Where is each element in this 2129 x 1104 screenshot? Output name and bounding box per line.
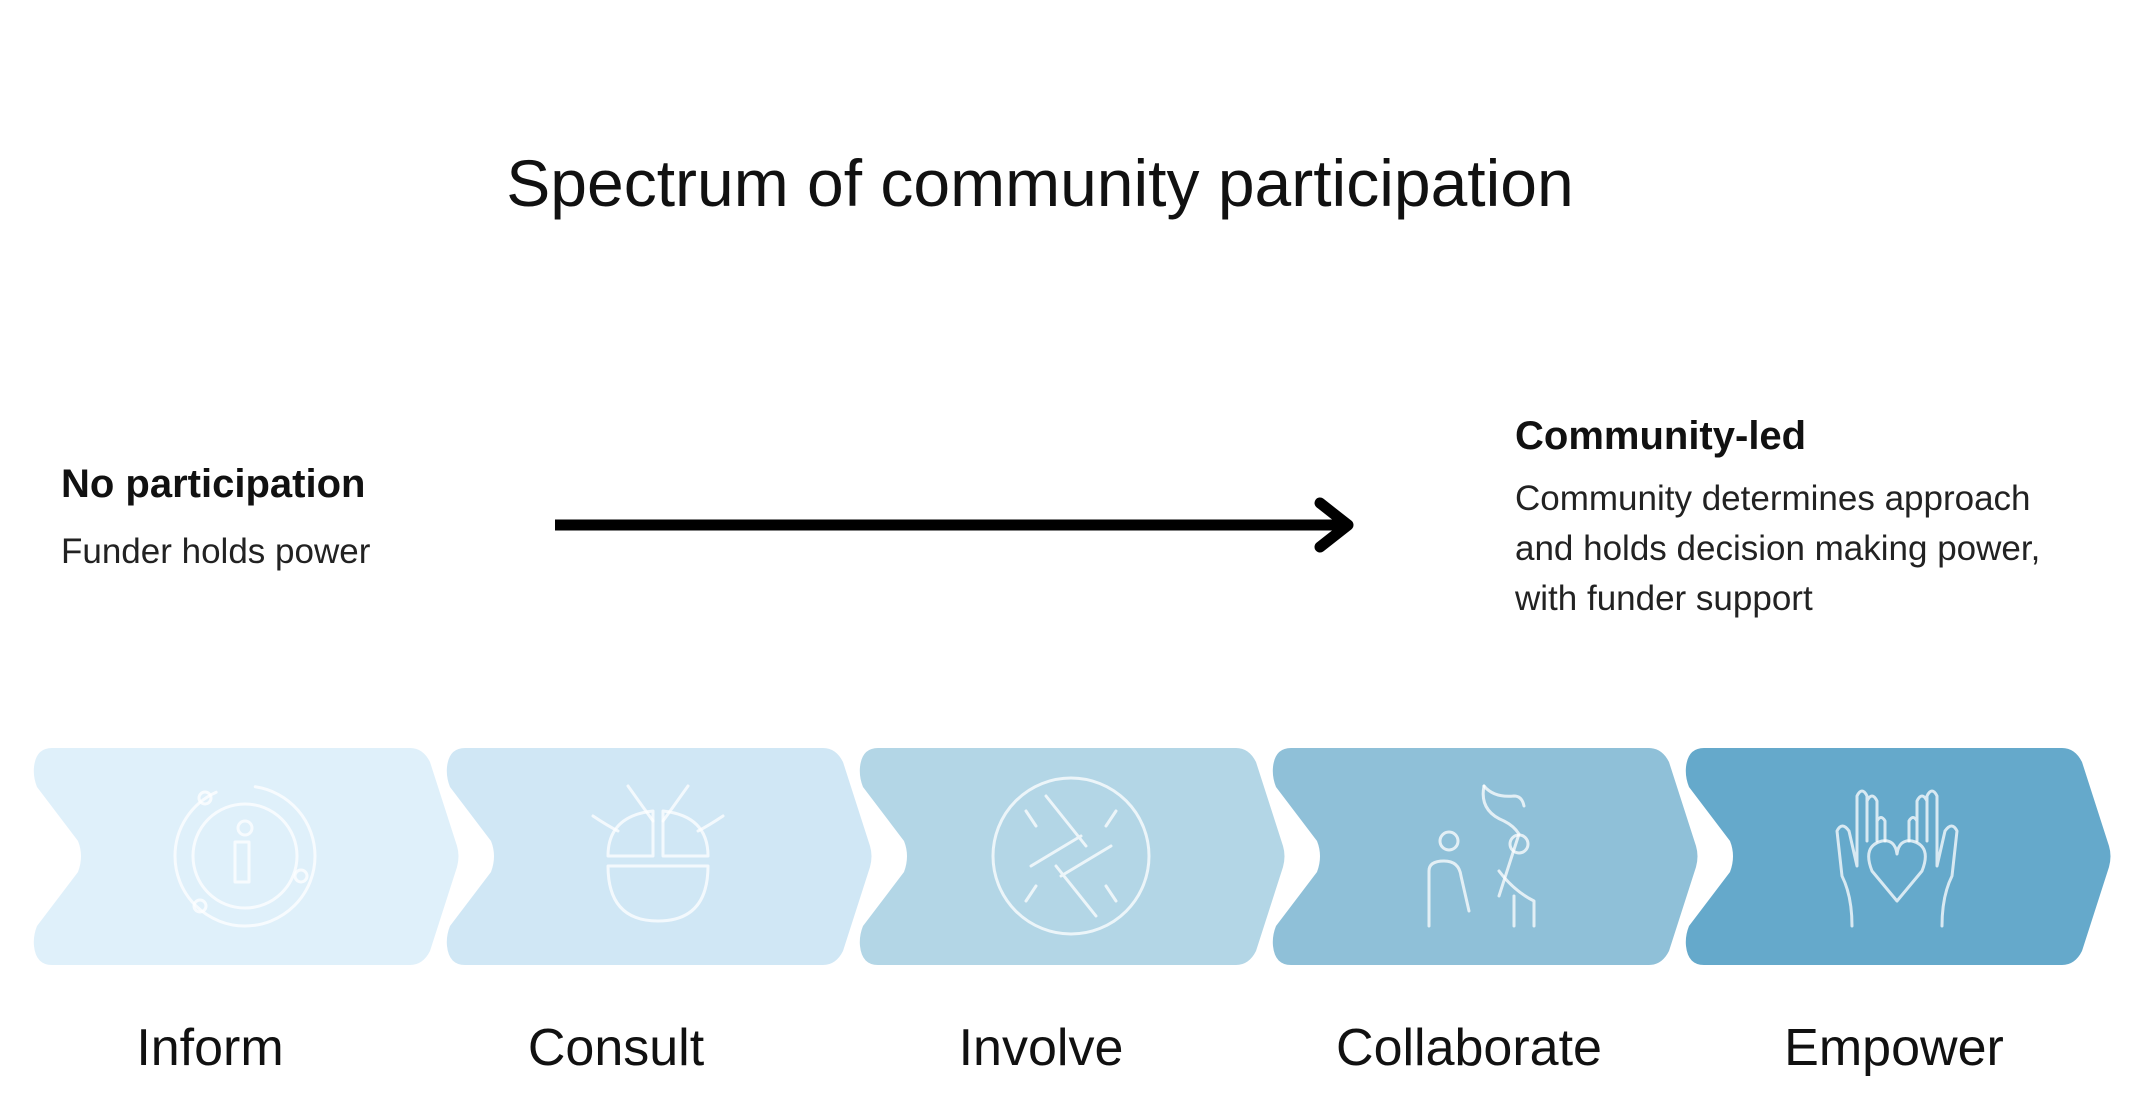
stage-chevron-inform: [30, 748, 461, 965]
joined-hands-icon: [991, 776, 1151, 936]
chevron-shape: [33, 748, 459, 965]
hands-heart-icon: [1835, 789, 1959, 928]
no-participation-subtext: Funder holds power: [61, 532, 371, 571]
chevron-shape: [1272, 748, 1698, 965]
stage-chevron-consult: [443, 748, 874, 965]
info-icon: [173, 784, 317, 928]
stage-chevron-involve: [856, 748, 1287, 965]
page-title: Spectrum of community participation: [506, 146, 1574, 220]
stage-label: Consult: [527, 1019, 705, 1077]
stage-label: Collaborate: [1336, 1019, 1602, 1077]
stage-label: Inform: [136, 1019, 284, 1077]
stage-label: Involve: [958, 1019, 1124, 1077]
spectrum-arrow-icon: [555, 497, 1354, 553]
community-led-description: Community determines approach and holds …: [1515, 474, 2115, 624]
community-led-heading: Community-led: [1515, 414, 1807, 458]
description-line: and holds decision making power,: [1515, 529, 2041, 568]
chevron-shape: [859, 748, 1285, 965]
no-participation-heading: No participation: [61, 462, 366, 506]
stage-chevron-collaborate: [1269, 748, 1700, 965]
stage-chevron-empower: [1682, 748, 2113, 965]
chevron-shape: [1685, 748, 2111, 965]
chevron-shape: [446, 748, 872, 965]
description-line: with funder support: [1515, 579, 1813, 618]
brain-hands-icon: [591, 784, 725, 923]
description-line: Community determines approach: [1515, 479, 2031, 518]
stage-label: Empower: [1784, 1019, 2004, 1077]
people-flag-icon: [1427, 784, 1536, 928]
